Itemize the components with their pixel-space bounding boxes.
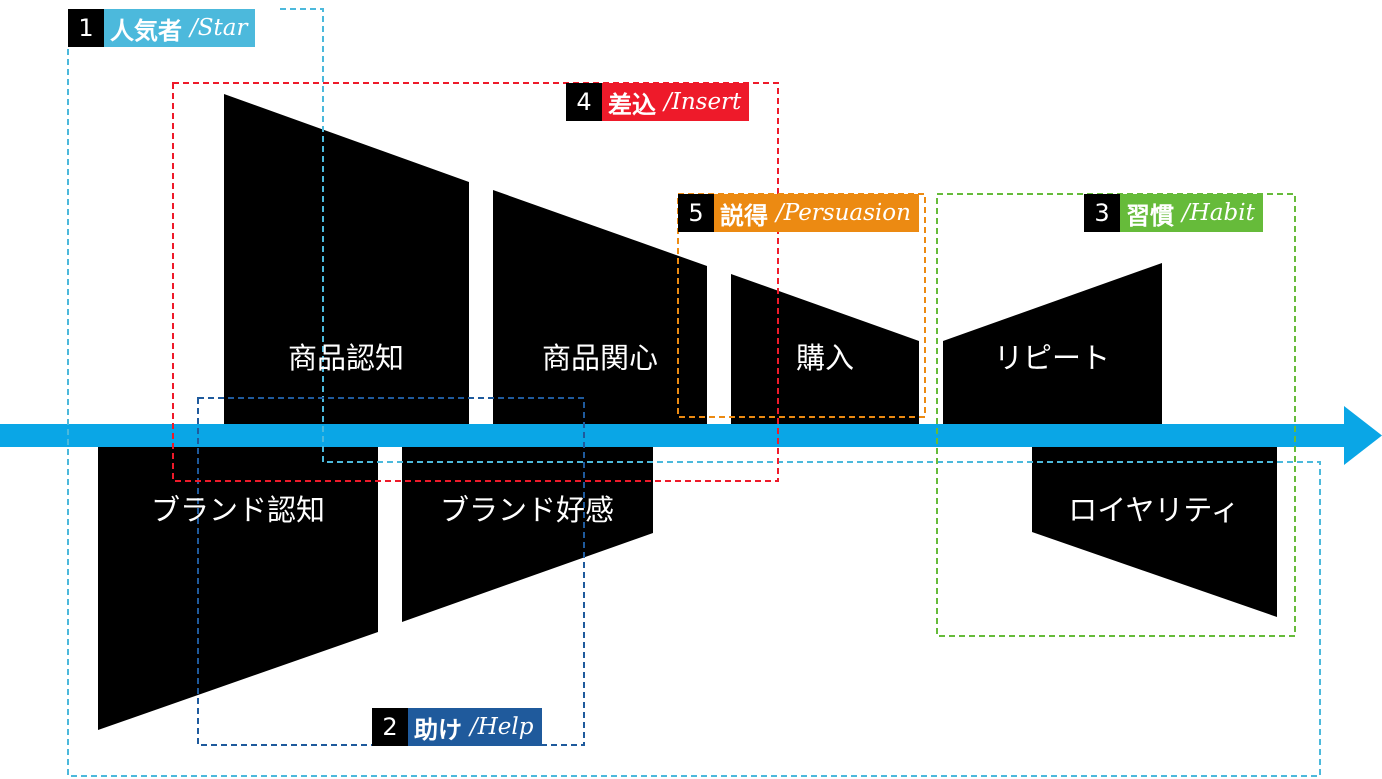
tag-star: 1 人気者 /Star bbox=[68, 9, 256, 47]
shape-brand-awareness bbox=[98, 447, 378, 730]
tag-persuasion-en: /Persuasion bbox=[776, 200, 911, 226]
label-loyalty: ロイヤリティ bbox=[1068, 493, 1239, 527]
label-brand-favorability: ブランド好感 bbox=[440, 493, 614, 527]
tag-insert-body: 差込 /Insert bbox=[602, 83, 750, 121]
label-product-interest: 商品関心 bbox=[542, 341, 658, 375]
tag-habit-jp: 習慣 bbox=[1126, 201, 1174, 230]
tag-insert-jp: 差込 bbox=[608, 90, 656, 119]
label-product-awareness: 商品認知 bbox=[288, 341, 404, 375]
tag-help-number: 2 bbox=[372, 708, 408, 746]
tag-habit-body: 習慣 /Habit bbox=[1120, 194, 1263, 232]
tag-star-body: 人気者 /Star bbox=[104, 9, 256, 47]
label-brand-awareness: ブランド認知 bbox=[151, 493, 325, 527]
tag-help-en: /Help bbox=[470, 714, 534, 740]
tag-insert-en: /Insert bbox=[664, 89, 742, 115]
label-purchase: 購入 bbox=[796, 341, 854, 375]
tag-insert-number: 4 bbox=[566, 83, 602, 121]
tag-star-jp: 人気者 bbox=[110, 16, 182, 45]
tag-persuasion-number: 5 bbox=[678, 194, 714, 232]
tag-habit-en: /Habit bbox=[1182, 200, 1255, 226]
tag-persuasion-body: 説得 /Persuasion bbox=[714, 194, 919, 232]
shape-product-interest bbox=[493, 190, 707, 424]
tag-help-body: 助け /Help bbox=[408, 708, 542, 746]
timeline-arrowhead bbox=[1344, 406, 1382, 465]
star-group-frame bbox=[67, 8, 1321, 777]
tag-insert: 4 差込 /Insert bbox=[566, 83, 750, 121]
tag-help: 2 助け /Help bbox=[372, 708, 542, 746]
tag-help-jp: 助け bbox=[414, 715, 462, 744]
insert-group-frame bbox=[172, 82, 779, 482]
tag-persuasion-jp: 説得 bbox=[720, 201, 768, 230]
tag-habit: 3 習慣 /Habit bbox=[1084, 194, 1263, 232]
label-repeat: リピート bbox=[994, 341, 1110, 375]
tag-persuasion: 5 説得 /Persuasion bbox=[678, 194, 919, 232]
tag-star-en: /Star bbox=[190, 15, 248, 41]
shape-loyalty bbox=[1032, 447, 1277, 617]
tag-habit-number: 3 bbox=[1084, 194, 1120, 232]
shape-brand-favorability bbox=[402, 447, 653, 622]
tag-star-number: 1 bbox=[68, 9, 104, 47]
shape-repeat bbox=[943, 263, 1162, 424]
timeline-axis bbox=[0, 424, 1350, 447]
shape-product-awareness bbox=[224, 94, 469, 424]
